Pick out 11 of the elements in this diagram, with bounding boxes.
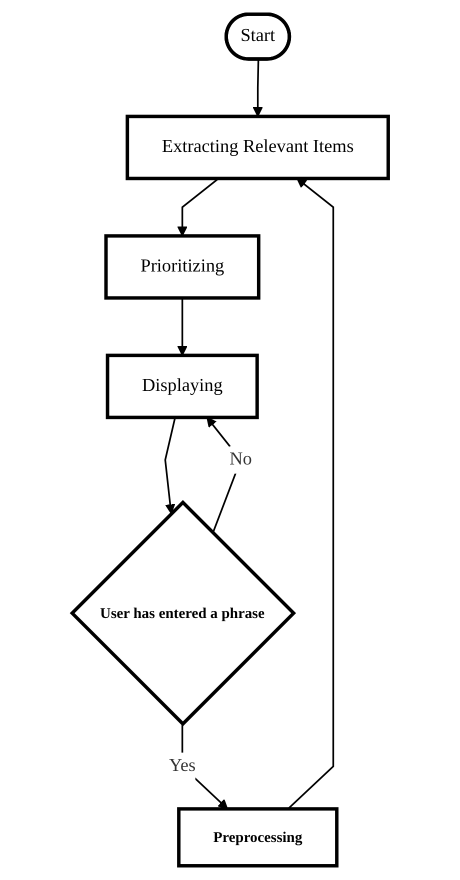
node-diamond: User has entered a phrase: [70, 500, 296, 726]
node-box: Preprocessing: [176, 807, 338, 868]
edge-label: Yes: [168, 756, 196, 776]
node-box: Extracting Relevant Items: [125, 114, 390, 180]
arrow: [164, 417, 176, 514]
arrow: [177, 178, 219, 236]
arrow: [177, 298, 188, 356]
node-box: Prioritizing: [104, 234, 260, 300]
edge-label: No: [229, 450, 252, 470]
arrow: [252, 60, 263, 117]
node-box: Displaying: [106, 354, 259, 420]
